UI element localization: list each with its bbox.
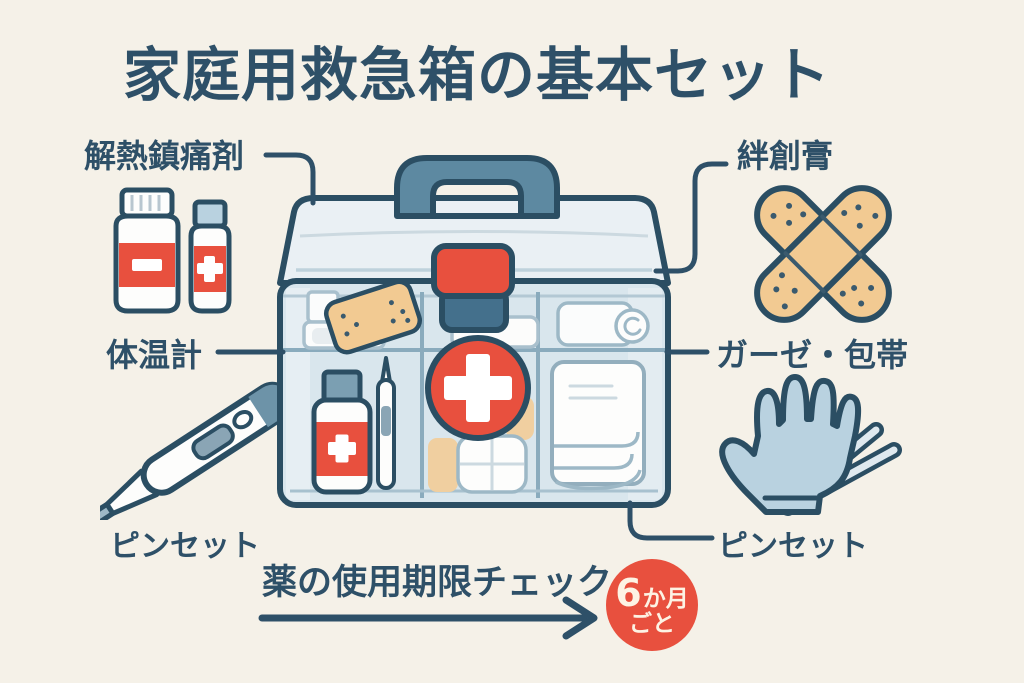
label-tweezers-left: ピンセット [110,529,260,564]
crossed-bandages-icon [754,185,892,323]
glove-tweezers-icon [719,374,902,516]
expiry-badge-unit: か月 [642,585,689,612]
expiry-badge-number: 6 [615,570,642,615]
page-title: 家庭用救急箱の基本セット [122,41,831,109]
expiry-badge-suffix: ごと [629,610,675,637]
label-thermometer: 体温計 [106,336,203,374]
label-tweezers-right: ピンセット [718,529,868,564]
expiry-badge: 6 か月 ごと [606,559,698,651]
medicine-bottles-icon [113,187,232,314]
red-cross-icon [425,335,531,441]
first-aid-box-icon [277,155,671,508]
arrow-right-icon [258,596,598,640]
label-antipyretic: 解熱鎮痛剤 [84,137,245,175]
label-adhesive-bandage: 絆創膏 [737,137,834,175]
label-gauze-bandage: ガーゼ・包帯 [716,336,909,374]
expiry-check-text: 薬の使用期限チェック [262,563,613,603]
